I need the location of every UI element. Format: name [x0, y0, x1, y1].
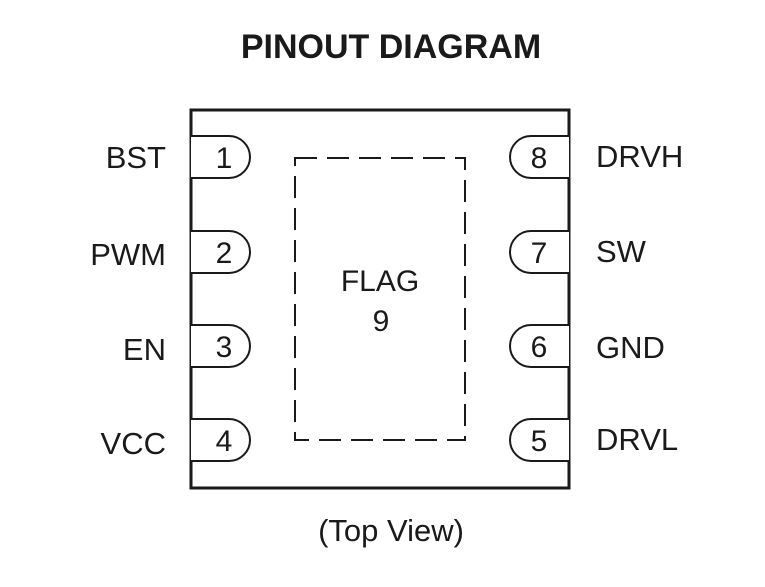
- pin-4-number: 4: [216, 425, 233, 458]
- exposed-pad-number: 9: [373, 305, 390, 338]
- right-pin-8: 8 DRVH: [509, 135, 683, 179]
- exposed-pad-label: FLAG: [341, 265, 419, 298]
- package-body: [189, 108, 571, 490]
- pin-1-number: 1: [216, 142, 233, 175]
- pin-2-pad: [191, 230, 251, 274]
- right-pin-6: 6 GND: [509, 324, 665, 368]
- pin-8-number: 8: [531, 142, 548, 175]
- pin-4-name: VCC: [101, 426, 166, 461]
- right-pin-5: 5 DRVL: [509, 418, 678, 462]
- pin-1-pad: [191, 135, 251, 179]
- pin-3-name: EN: [123, 332, 166, 367]
- pin-7-name: SW: [596, 234, 647, 269]
- left-pin-4: 4 VCC: [101, 418, 251, 462]
- pin-7-number: 7: [531, 237, 548, 270]
- pin-3-pad: [191, 324, 251, 368]
- pin-5-name: DRVL: [596, 422, 678, 457]
- pin-7-pad: [509, 230, 569, 274]
- pin-8-pad: [509, 135, 569, 179]
- diagram-title: PINOUT DIAGRAM: [241, 28, 541, 66]
- view-caption: (Top View): [318, 513, 464, 548]
- right-pin-7: 7 SW: [509, 230, 647, 274]
- pin-2-number: 2: [216, 237, 233, 270]
- pin-6-number: 6: [531, 331, 548, 364]
- exposed-pad: [294, 157, 466, 441]
- pin-3-number: 3: [216, 331, 233, 364]
- pin-6-pad: [509, 324, 569, 368]
- pin-2-name: PWM: [90, 237, 166, 272]
- pin-1-name: BST: [106, 140, 166, 175]
- pin-6-name: GND: [596, 330, 665, 365]
- pin-8-name: DRVH: [596, 139, 683, 174]
- pin-5-number: 5: [531, 425, 548, 458]
- left-pin-3: 3 EN: [123, 324, 251, 368]
- left-pin-1: 1 BST: [106, 135, 251, 179]
- pin-4-pad: [191, 418, 251, 462]
- pin-5-pad: [509, 418, 569, 462]
- left-pin-2: 2 PWM: [90, 230, 251, 274]
